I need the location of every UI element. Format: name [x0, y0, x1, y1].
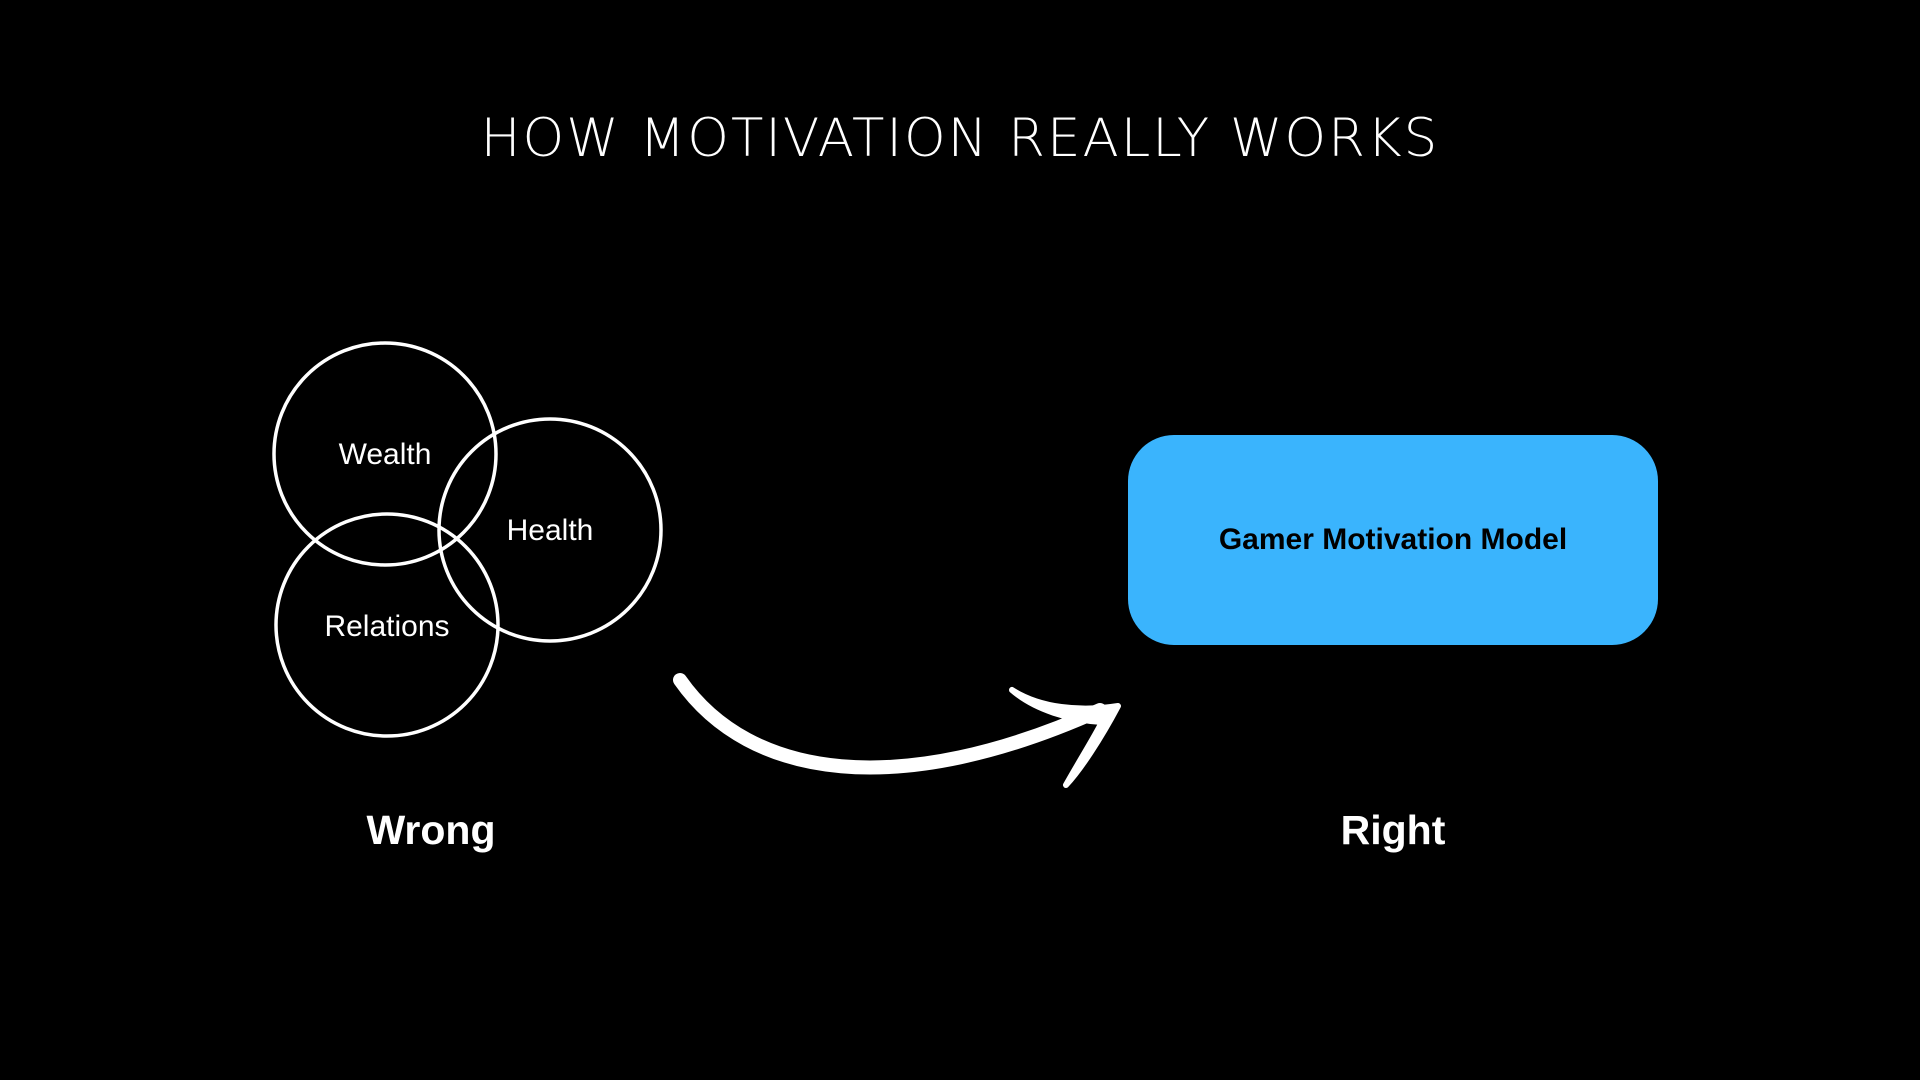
slide-title: HOW MOTIVATION REALLY WORKS — [480, 108, 1440, 169]
venn-label-relations: Relations — [324, 610, 449, 643]
model-label: Gamer Motivation Model — [1218, 523, 1568, 556]
venn-circle-wealth — [272, 341, 498, 567]
venn-label-health: Health — [507, 514, 594, 547]
gamer-motivation-model-box: Gamer Motivation Model — [1128, 435, 1658, 645]
venn-label-wealth: Wealth — [339, 438, 432, 471]
caption-wrong: Wrong — [366, 807, 496, 853]
venn-circle-relations — [274, 512, 500, 738]
venn-circle-health — [437, 417, 663, 643]
caption-right: Right — [1340, 807, 1446, 853]
